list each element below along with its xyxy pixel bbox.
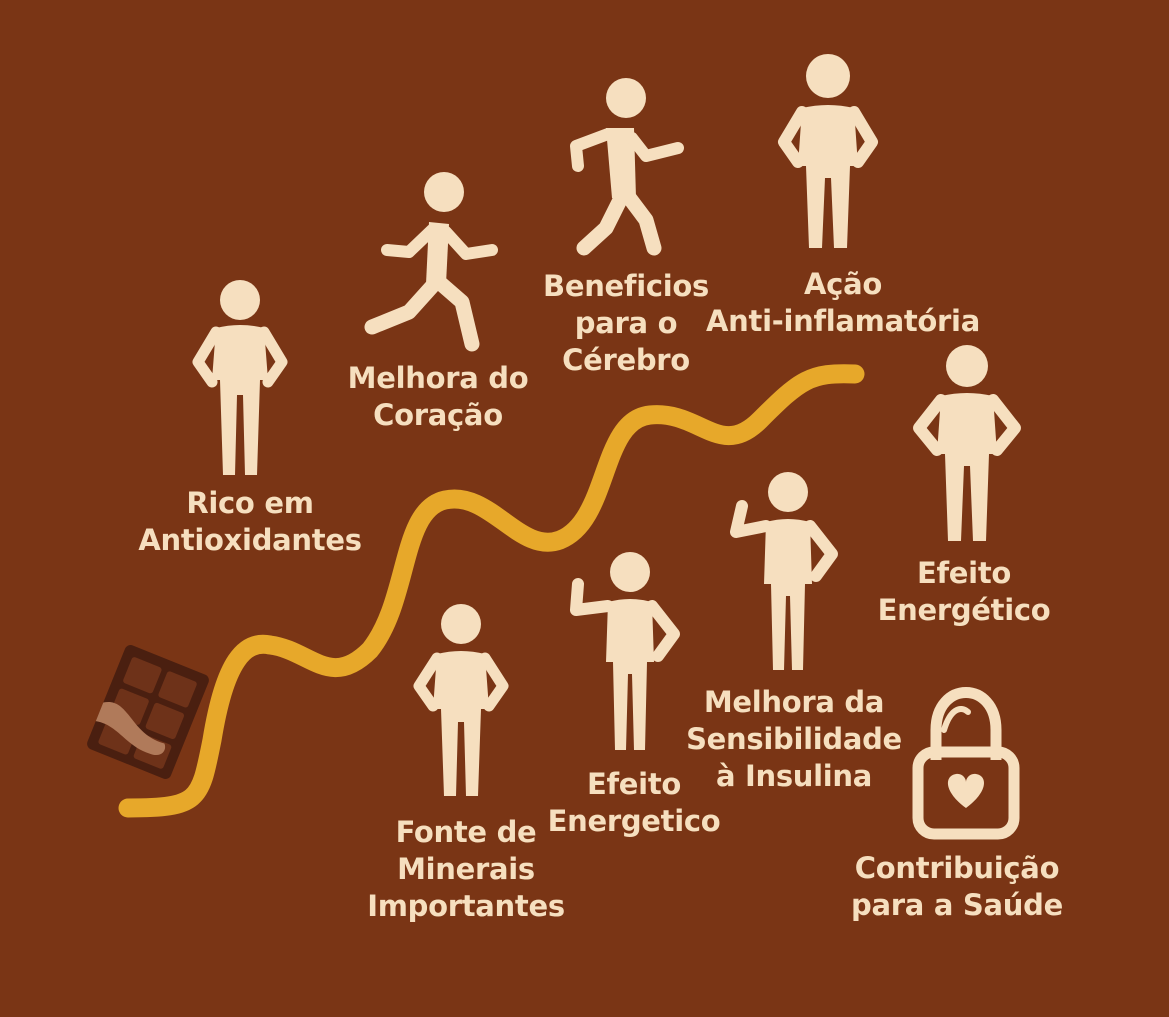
benefit-label-minerals: Fonte de Minerais Importantes — [367, 815, 565, 923]
benefit-label-antioxidants: Rico em Antioxidantes — [138, 486, 362, 557]
benefit-label-insulin: Melhora da Sensibilidade à Insulina — [686, 685, 902, 793]
benefit-label-brain: Beneficios para o Cérebro — [543, 269, 709, 377]
benefit-label-energy: Efeito Energetico — [547, 767, 721, 838]
person-icon — [570, 552, 680, 750]
winding-path — [118, 364, 865, 818]
person-icon — [364, 172, 498, 352]
chocolate-bar-icon — [87, 645, 209, 779]
person-icon — [192, 280, 288, 475]
benefit-label-health: Contribuição para a Saúde — [851, 851, 1063, 922]
padlock-heart-icon — [912, 687, 1020, 840]
benefit-label-heart: Melhora do Coração — [347, 361, 529, 432]
person-icon — [778, 54, 878, 248]
person-icon — [413, 604, 509, 796]
benefit-label-anti-inflammatory: Ação Anti-inflamatória — [706, 267, 980, 338]
person-icon — [730, 472, 838, 670]
benefit-label-energy-right: Efeito Energético — [877, 556, 1051, 627]
person-icon — [913, 345, 1021, 541]
person-icon — [570, 78, 684, 256]
